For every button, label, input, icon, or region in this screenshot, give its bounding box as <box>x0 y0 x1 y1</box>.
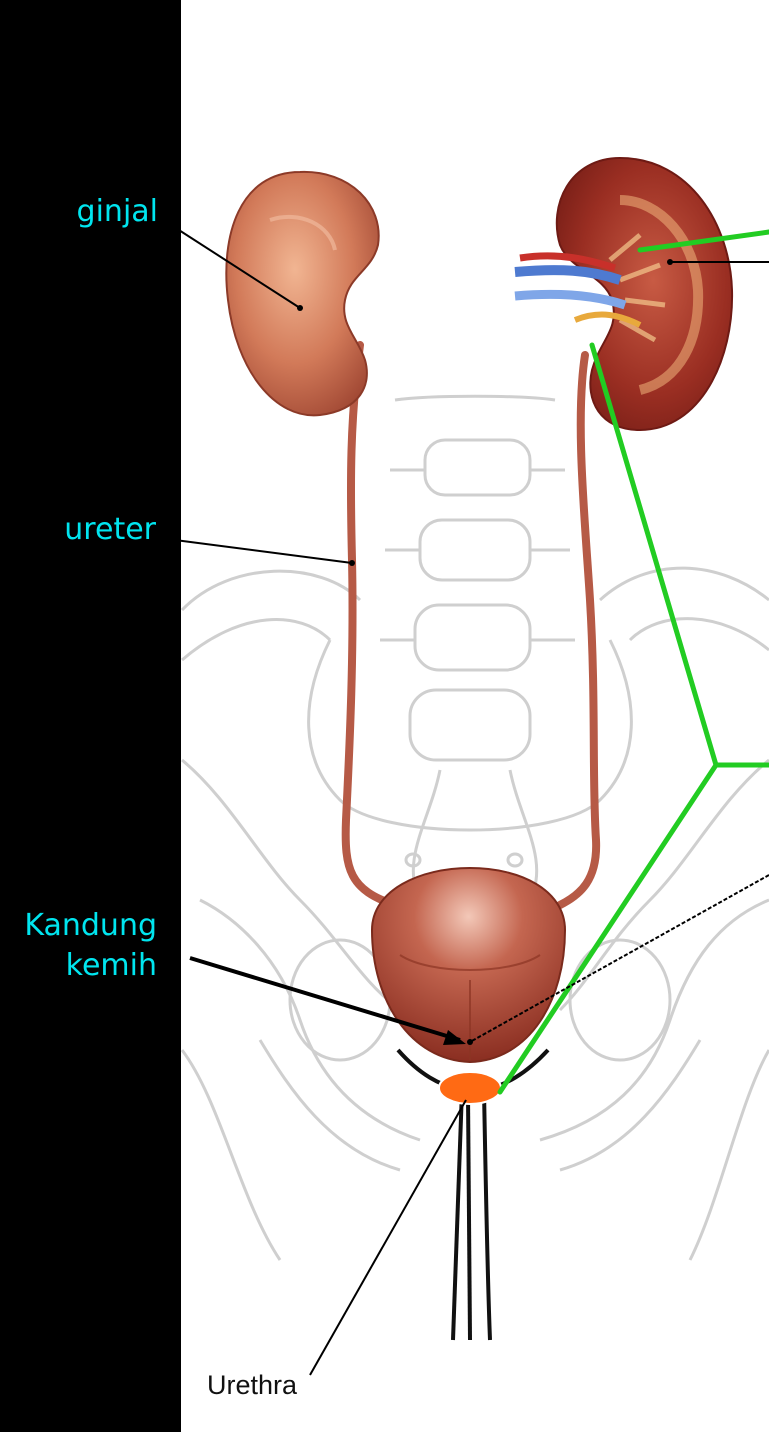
label-kandung-line1: Kandung <box>24 906 157 946</box>
spine-icon <box>380 396 575 936</box>
label-ureter: ureter <box>64 512 156 548</box>
right-ureter <box>560 355 596 905</box>
label-urethra: Urethra <box>207 1370 297 1401</box>
urethra-marker-icon <box>439 1072 501 1104</box>
label-ginjal: ginjal <box>77 194 158 230</box>
label-kandung-kemih: Kandung kemih <box>24 906 157 986</box>
label-kandung-line2: kemih <box>24 946 157 986</box>
kidney-right-cutaway-icon <box>515 158 732 430</box>
kidney-left-icon <box>226 172 378 415</box>
